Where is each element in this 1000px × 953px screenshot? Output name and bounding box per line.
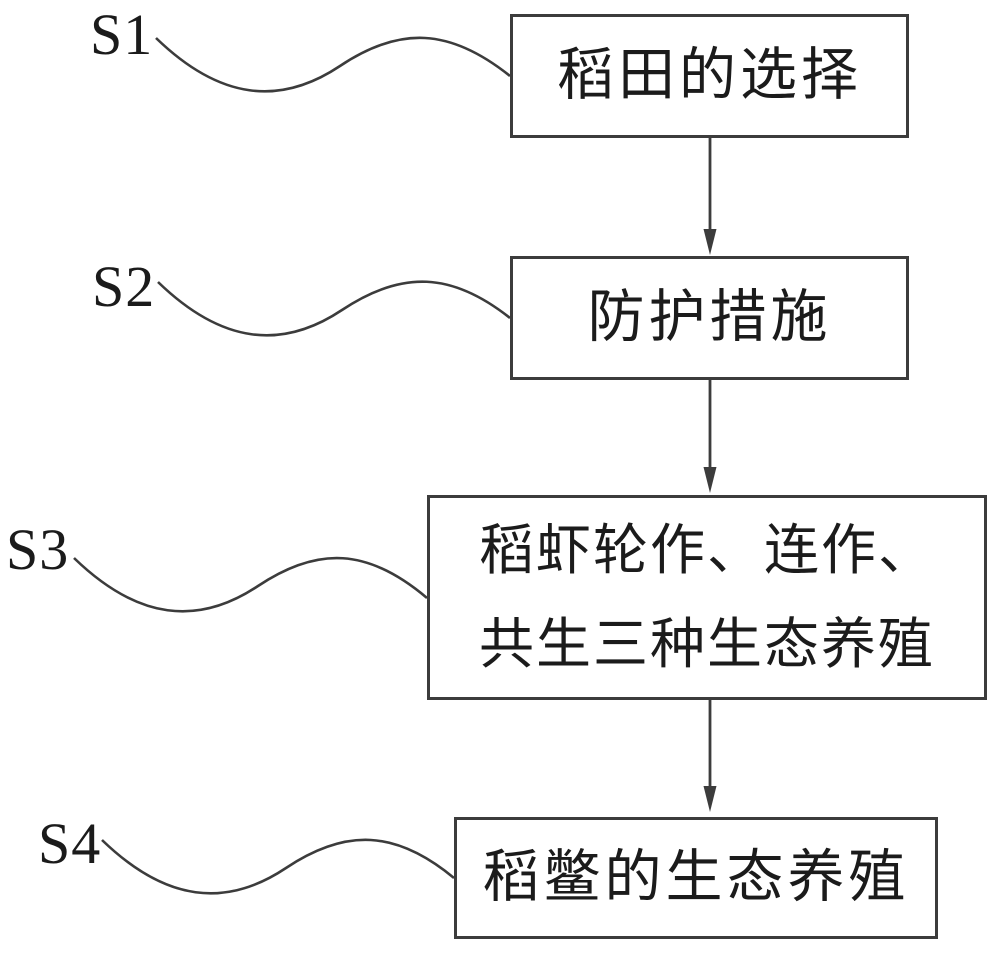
flow-box-step3: 稻虾轮作、连作、 共生三种生态养殖 bbox=[427, 495, 987, 700]
flow-box-step2: 防护措施 bbox=[510, 256, 909, 380]
flow-box-step1-text: 稻田的选择 bbox=[557, 43, 862, 107]
arrow-box1-to-box2 bbox=[703, 137, 717, 255]
step-label-s1: S1 bbox=[90, 2, 154, 67]
leader-line-s1 bbox=[155, 36, 511, 93]
step-label-s4: S4 bbox=[38, 811, 102, 876]
flow-box-step3-text-line1: 稻虾轮作、连作、 bbox=[478, 520, 935, 581]
arrow-box2-to-box3 bbox=[703, 379, 717, 493]
flow-box-step2-text: 防护措施 bbox=[587, 285, 832, 349]
step-label-s3: S3 bbox=[6, 517, 70, 582]
leader-line-s4 bbox=[101, 838, 455, 895]
step-label-s2: S2 bbox=[92, 254, 156, 319]
flow-box-step1: 稻田的选择 bbox=[510, 14, 909, 138]
flow-box-step4: 稻鳖的生态养殖 bbox=[454, 817, 938, 939]
arrowhead-icon bbox=[703, 467, 717, 493]
flow-box-step3-text-line2: 共生三种生态养殖 bbox=[478, 613, 935, 675]
arrowhead-icon bbox=[703, 786, 717, 812]
arrowhead-icon bbox=[703, 229, 717, 255]
arrow-box3-to-box4 bbox=[703, 699, 717, 812]
leader-line-s2 bbox=[157, 280, 511, 337]
flow-box-step4-text: 稻鳖的生态养殖 bbox=[482, 845, 910, 909]
leader-line-s3 bbox=[73, 556, 428, 613]
